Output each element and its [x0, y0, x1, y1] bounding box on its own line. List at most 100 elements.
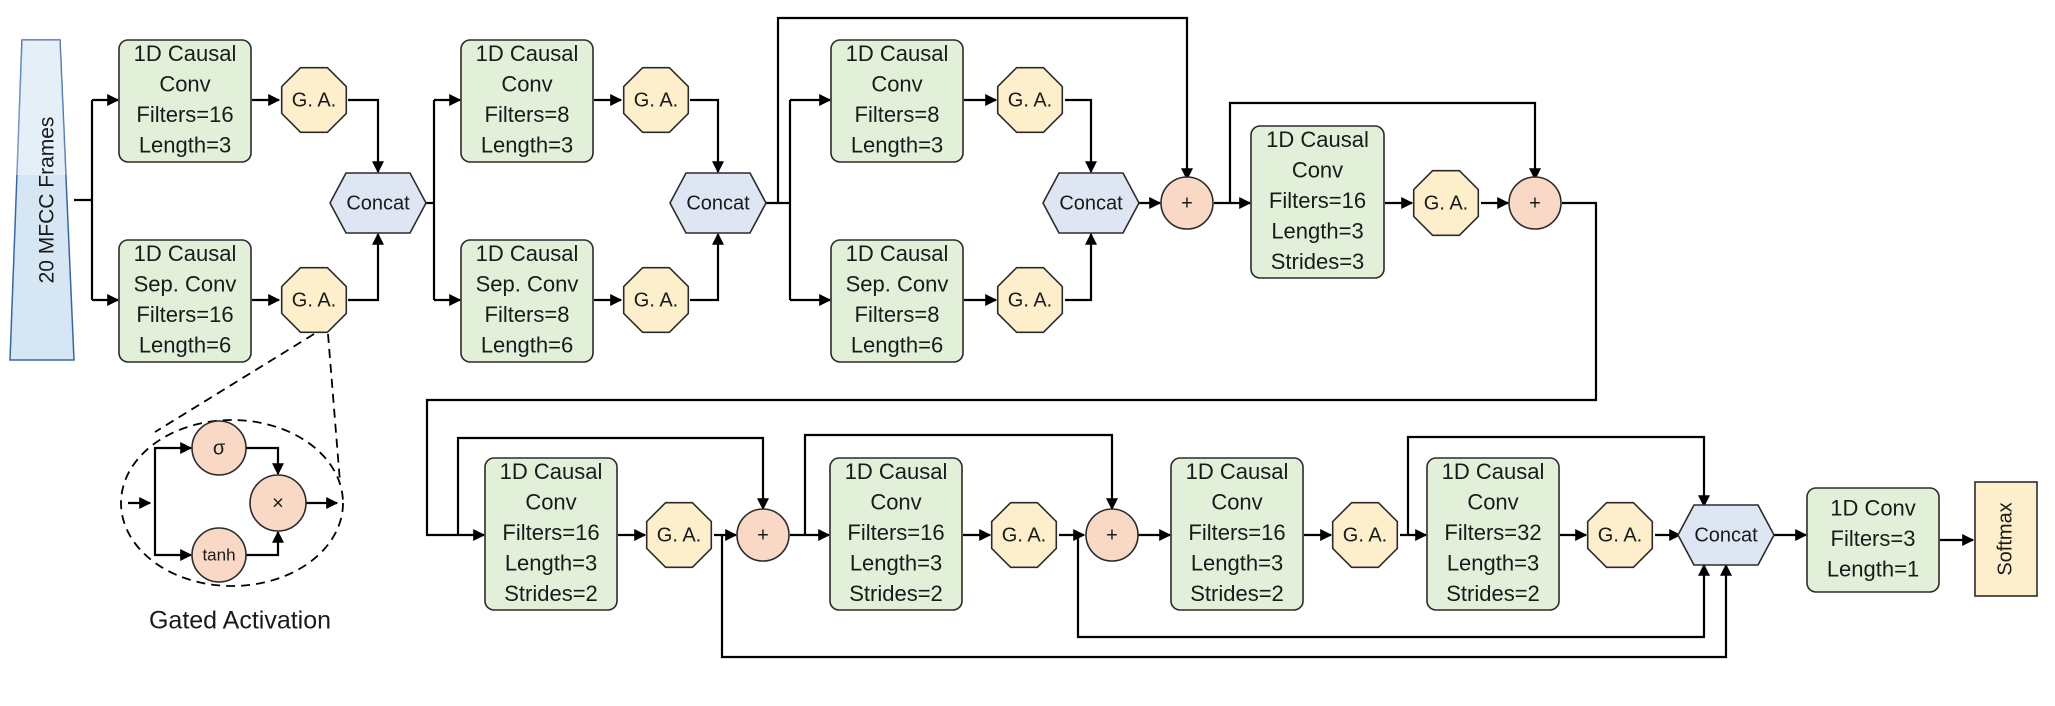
- conv-block-line: Length=6: [481, 333, 573, 358]
- conv-block-line: Filters=8: [485, 302, 570, 327]
- softmax-output-block: Softmax: [1974, 481, 2038, 597]
- conv-block-line: Length=3: [850, 550, 942, 575]
- conv-block-line: 1D Causal: [1442, 459, 1545, 484]
- ga-label: G. A.: [657, 524, 701, 546]
- input-block: 20 MFCC Frames: [9, 39, 75, 361]
- sigma-label: σ: [213, 437, 226, 459]
- concat-node-3: Concat: [1042, 172, 1140, 234]
- ga-label: G. A.: [634, 289, 678, 311]
- conv-block-line: 1D Causal: [476, 41, 579, 66]
- add-node-3: +: [736, 508, 790, 562]
- concat-node-final: Concat: [1677, 504, 1775, 566]
- conv-block-line: Filters=32: [1444, 520, 1541, 545]
- conv-block-line: Length=1: [1827, 556, 1919, 581]
- ga-node-h: G. A.: [1586, 501, 1654, 569]
- conv-block-line: 1D Causal: [134, 241, 237, 266]
- conv-block-line: Strides=3: [1271, 249, 1365, 274]
- conv-block-line: Conv: [1292, 157, 1343, 182]
- ga-label: G. A.: [1008, 89, 1052, 111]
- conv-block-line: Conv: [525, 489, 576, 514]
- concat-label: Concat: [1059, 192, 1123, 214]
- conv-block-line: Length=3: [505, 550, 597, 575]
- conv-block-line: Strides=2: [1190, 581, 1284, 606]
- ga-label: G. A.: [1002, 524, 1046, 546]
- conv-block-line: Sep. Conv: [134, 272, 237, 297]
- softmax-label: Softmax: [1994, 502, 2016, 575]
- conv-block-line: Length=3: [1447, 550, 1539, 575]
- add-node-4: +: [1085, 508, 1139, 562]
- sigmoid-node: σ: [191, 420, 247, 476]
- concat-label: Concat: [686, 192, 750, 214]
- conv-block-line: Length=3: [851, 133, 943, 158]
- ga-label: G. A.: [1008, 289, 1052, 311]
- conv-block-line: Filters=16: [502, 520, 599, 545]
- conv-block-line: Filters=16: [1188, 520, 1285, 545]
- concat-label: Concat: [346, 192, 410, 214]
- conv-block-line: Length=3: [139, 133, 231, 158]
- tanh-node: tanh: [191, 527, 247, 583]
- conv-block-line: Filters=8: [855, 102, 940, 127]
- gated-activation-inset: σ tanh × Gated Activation: [120, 333, 344, 635]
- conv-block-line: 1D Causal: [134, 41, 237, 66]
- ga-label: G. A.: [634, 89, 678, 111]
- add-symbol: +: [1106, 524, 1118, 546]
- conv-block-line: Length=3: [1191, 550, 1283, 575]
- concat-node-1: Concat: [329, 172, 427, 234]
- conv-block-line: Strides=2: [849, 581, 943, 606]
- conv-block-line: Filters=16: [847, 520, 944, 545]
- ga-node-f: G. A.: [990, 501, 1058, 569]
- conv-block-line: Conv: [501, 72, 552, 97]
- ga-node-c-bottom: G. A.: [996, 266, 1064, 334]
- conv-block-line: Filters=8: [855, 302, 940, 327]
- ga-node-a-top: G. A.: [280, 66, 348, 134]
- add-node-2: +: [1508, 176, 1562, 230]
- conv-block-line: 1D Causal: [476, 241, 579, 266]
- conv-block-line: Length=3: [481, 133, 573, 158]
- ga-label: G. A.: [292, 289, 336, 311]
- add-symbol: +: [1529, 192, 1541, 214]
- inset-caption: Gated Activation: [149, 607, 331, 635]
- add-node-1: +: [1160, 176, 1214, 230]
- input-label: 20 MFCC Frames: [36, 117, 59, 284]
- concat-label: Concat: [1694, 524, 1758, 546]
- tanh-label: tanh: [202, 545, 235, 564]
- multiply-node: ×: [249, 474, 307, 532]
- conv-block-line: 1D Conv: [1830, 495, 1916, 520]
- multiply-label: ×: [272, 492, 284, 514]
- ga-node-d: G. A.: [1412, 169, 1480, 237]
- conv-block-line: Filters=8: [485, 102, 570, 127]
- conv-block-line: Length=6: [139, 333, 231, 358]
- ga-label: G. A.: [1424, 192, 1468, 214]
- conv-block-line: Strides=2: [1446, 581, 1540, 606]
- conv-block-line: 1D Causal: [1186, 459, 1289, 484]
- ga-node-b-bottom: G. A.: [622, 266, 690, 334]
- conv-block-line: Length=6: [851, 333, 943, 358]
- conv-block-line: Conv: [871, 72, 922, 97]
- ga-node-e: G. A.: [645, 501, 713, 569]
- conv-block-line: Conv: [159, 72, 210, 97]
- conv-block-line: 1D Causal: [1266, 127, 1369, 152]
- conv-block-line: Filters=3: [1831, 526, 1916, 551]
- add-symbol: +: [757, 524, 769, 546]
- ga-label: G. A.: [292, 89, 336, 111]
- conv-block-line: Conv: [1467, 489, 1518, 514]
- conv-block-line: Strides=2: [504, 581, 598, 606]
- conv-block-line: 1D Causal: [500, 459, 603, 484]
- conv-block-line: 1D Causal: [846, 41, 949, 66]
- edges: [74, 16, 1975, 659]
- conv-block-line: Sep. Conv: [476, 272, 579, 297]
